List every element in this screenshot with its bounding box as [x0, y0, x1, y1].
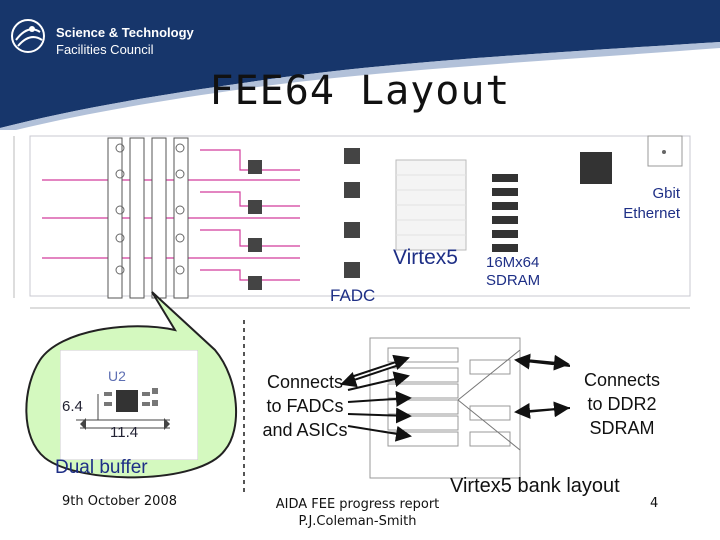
right-callout-line2: to DDR2 [587, 394, 657, 414]
page-number: 4 [650, 496, 659, 511]
org-name-line1: Science & Technology [56, 25, 194, 40]
right-callout-line1: Connects [583, 370, 661, 390]
footer-report-line1: AIDA FEE progress report [275, 497, 440, 512]
left-callout-line3: and ASICs [262, 420, 348, 440]
chip-ref-label: U2 [108, 368, 126, 384]
dim-height-label: 6.4 [62, 398, 83, 415]
footer-report-line2: P.J.Coleman-Smith [298, 514, 417, 529]
left-callout-line1: Connects [266, 372, 344, 392]
virtex5-label: Virtex5 [393, 246, 458, 269]
footer-date: 9th October 2008 [62, 494, 177, 509]
ethernet-label-line1: Gbit [652, 185, 680, 202]
ethernet-label-line2: Ethernet [623, 205, 680, 222]
footer-report: AIDA FEE progress report P.J.Coleman-Smi… [270, 496, 445, 530]
left-callout: Connects to FADCs and ASICs [250, 370, 360, 442]
stfc-logo-icon [11, 19, 45, 53]
left-callout-line2: to FADCs [266, 396, 344, 416]
ethernet-label: Gbit Ethernet [600, 184, 680, 224]
sdram-label-line2: SDRAM [486, 272, 541, 289]
dim-width-label: 11.4 [110, 424, 139, 441]
dual-buffer-caption: Dual buffer [55, 457, 148, 478]
org-name-line2: Facilities Council [56, 42, 154, 57]
fadc-label: FADC [330, 286, 376, 305]
connection-arrows [340, 353, 570, 442]
chip-inset [60, 350, 198, 460]
right-callout-line3: SDRAM [589, 418, 655, 438]
sdram-label: 16Mx64 SDRAM [486, 254, 540, 290]
org-name: Science & Technology Facilities Council [56, 24, 194, 58]
page-title: FEE64 Layout [209, 68, 511, 114]
header-banner [0, 0, 720, 130]
bank-layout-caption: Virtex5 bank layout [450, 475, 620, 497]
sdram-label-line1: 16Mx64 [486, 254, 540, 271]
right-callout: Connects to DDR2 SDRAM [572, 368, 672, 440]
pcb-layout-drawing [13, 135, 691, 309]
